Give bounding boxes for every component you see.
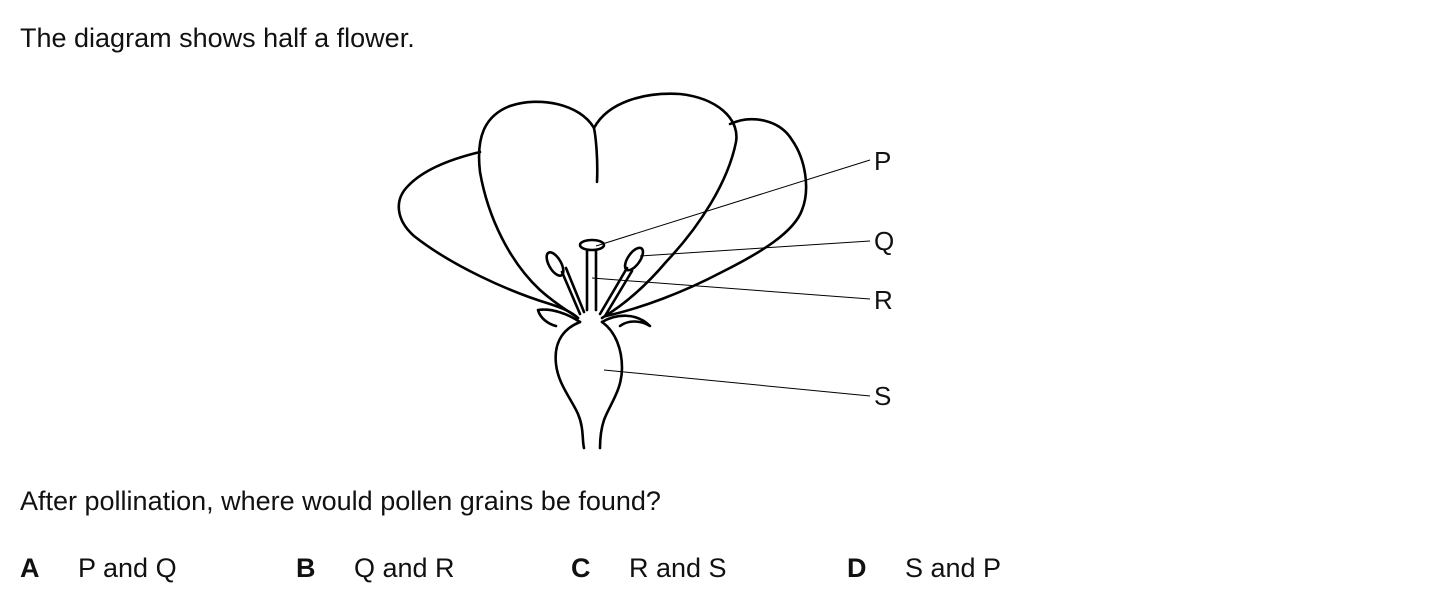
right-sepal (600, 314, 652, 328)
option-a-text: P and Q (78, 553, 177, 583)
right-outer-petal (604, 117, 808, 318)
option-d-text: S and P (905, 553, 1002, 583)
right-filament (598, 266, 634, 318)
label-q: Q (874, 226, 894, 256)
left-filament (560, 266, 586, 316)
left-inner-petal (477, 100, 599, 320)
leader-line-r (591, 277, 871, 300)
stigma (578, 238, 606, 252)
option-b[interactable]: B Q and R (296, 552, 455, 584)
option-a-letter: A (20, 553, 40, 583)
left-sepal (536, 308, 582, 328)
left-outer-petal (397, 150, 580, 320)
answer-options: A P and Q B Q and R C R and S D S and P (0, 552, 1440, 586)
intro-text: The diagram shows half a flower. (20, 23, 415, 53)
option-d[interactable]: D S and P (847, 552, 1001, 584)
leader-line-s (603, 369, 871, 397)
left-anther (545, 251, 565, 277)
option-b-text: Q and R (354, 553, 455, 583)
option-c[interactable]: C R and S (571, 552, 727, 584)
option-d-letter: D (847, 553, 867, 583)
option-c-text: R and S (629, 553, 727, 583)
question-text: After pollination, where would pollen gr… (20, 486, 661, 516)
leader-line-p (595, 159, 871, 247)
option-c-letter: C (571, 553, 591, 583)
leader-line-q (639, 240, 871, 257)
label-r: R (874, 285, 893, 315)
label-s: S (874, 381, 891, 411)
ovary (554, 320, 586, 450)
style (585, 248, 598, 312)
ovary-right-wall (598, 320, 624, 450)
right-anther (623, 246, 645, 272)
right-inner-petal (592, 92, 738, 320)
option-b-letter: B (296, 553, 316, 583)
option-a[interactable]: A P and Q (20, 552, 177, 584)
label-p: P (874, 146, 891, 176)
